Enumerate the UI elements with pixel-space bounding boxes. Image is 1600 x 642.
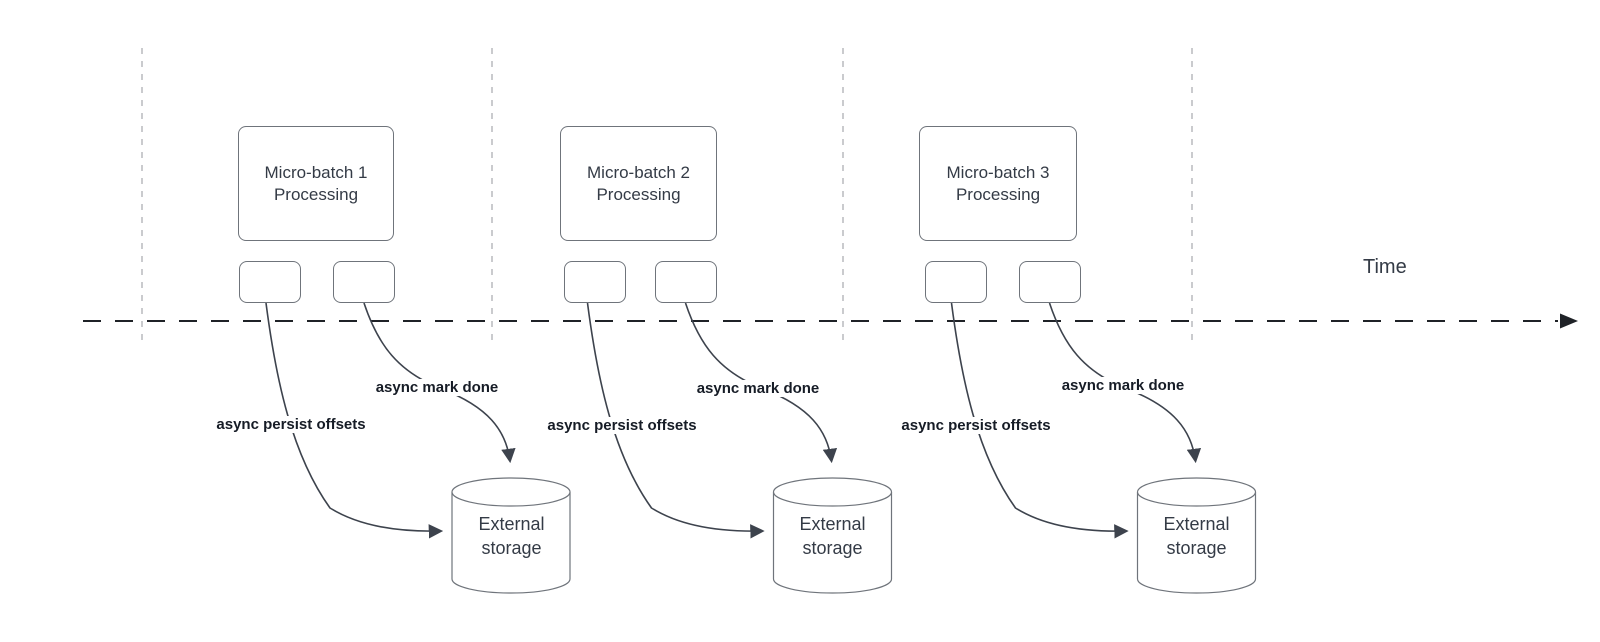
microbatch-3-persist-task-node xyxy=(925,261,987,303)
mark-done-label-2: async mark done xyxy=(693,380,823,397)
persist-offsets-label-1: async persist offsets xyxy=(213,416,369,433)
time-axis-label: Time xyxy=(1363,256,1407,278)
persist-offsets-arrow-1 xyxy=(265,302,444,539)
persist-offsets-arrow-2 xyxy=(586,302,765,539)
microbatch-2-processing-label: Micro-batch 2 Processing xyxy=(587,162,690,204)
mark-done-label-3: async mark done xyxy=(1058,377,1188,394)
external-storage-cylinder-1 xyxy=(451,477,571,594)
persist-offsets-label-2: async persist offsets xyxy=(544,417,700,434)
microbatch-1-processing-node: Micro-batch 1 Processing xyxy=(238,126,394,241)
persist-offsets-arrow-3 xyxy=(950,302,1129,539)
microbatch-3-processing-node: Micro-batch 3 Processing xyxy=(919,126,1077,241)
microbatch-3-done-task-node xyxy=(1019,261,1081,303)
microbatch-1-persist-task-node xyxy=(239,261,301,303)
microbatch-2-processing-node: Micro-batch 2 Processing xyxy=(560,126,717,241)
external-storage-label-1: External storage xyxy=(478,514,545,558)
microbatch-3-processing-label: Micro-batch 3 Processing xyxy=(946,162,1050,204)
external-storage-cylinder-2 xyxy=(772,477,893,594)
persist-offsets-label-3: async persist offsets xyxy=(898,417,1054,434)
time-axis-arrowhead-icon xyxy=(1560,313,1578,329)
external-storage-label-3: External storage xyxy=(1163,514,1230,558)
external-storage-label-2: External storage xyxy=(799,514,866,558)
external-storage-cylinder-3 xyxy=(1136,477,1257,594)
microbatch-1-done-task-node xyxy=(333,261,395,303)
microbatch-2-persist-task-node xyxy=(564,261,626,303)
mark-done-label-1: async mark done xyxy=(372,379,502,396)
microbatch-1-processing-label: Micro-batch 1 Processing xyxy=(264,162,368,204)
microbatch-2-done-task-node xyxy=(655,261,717,303)
